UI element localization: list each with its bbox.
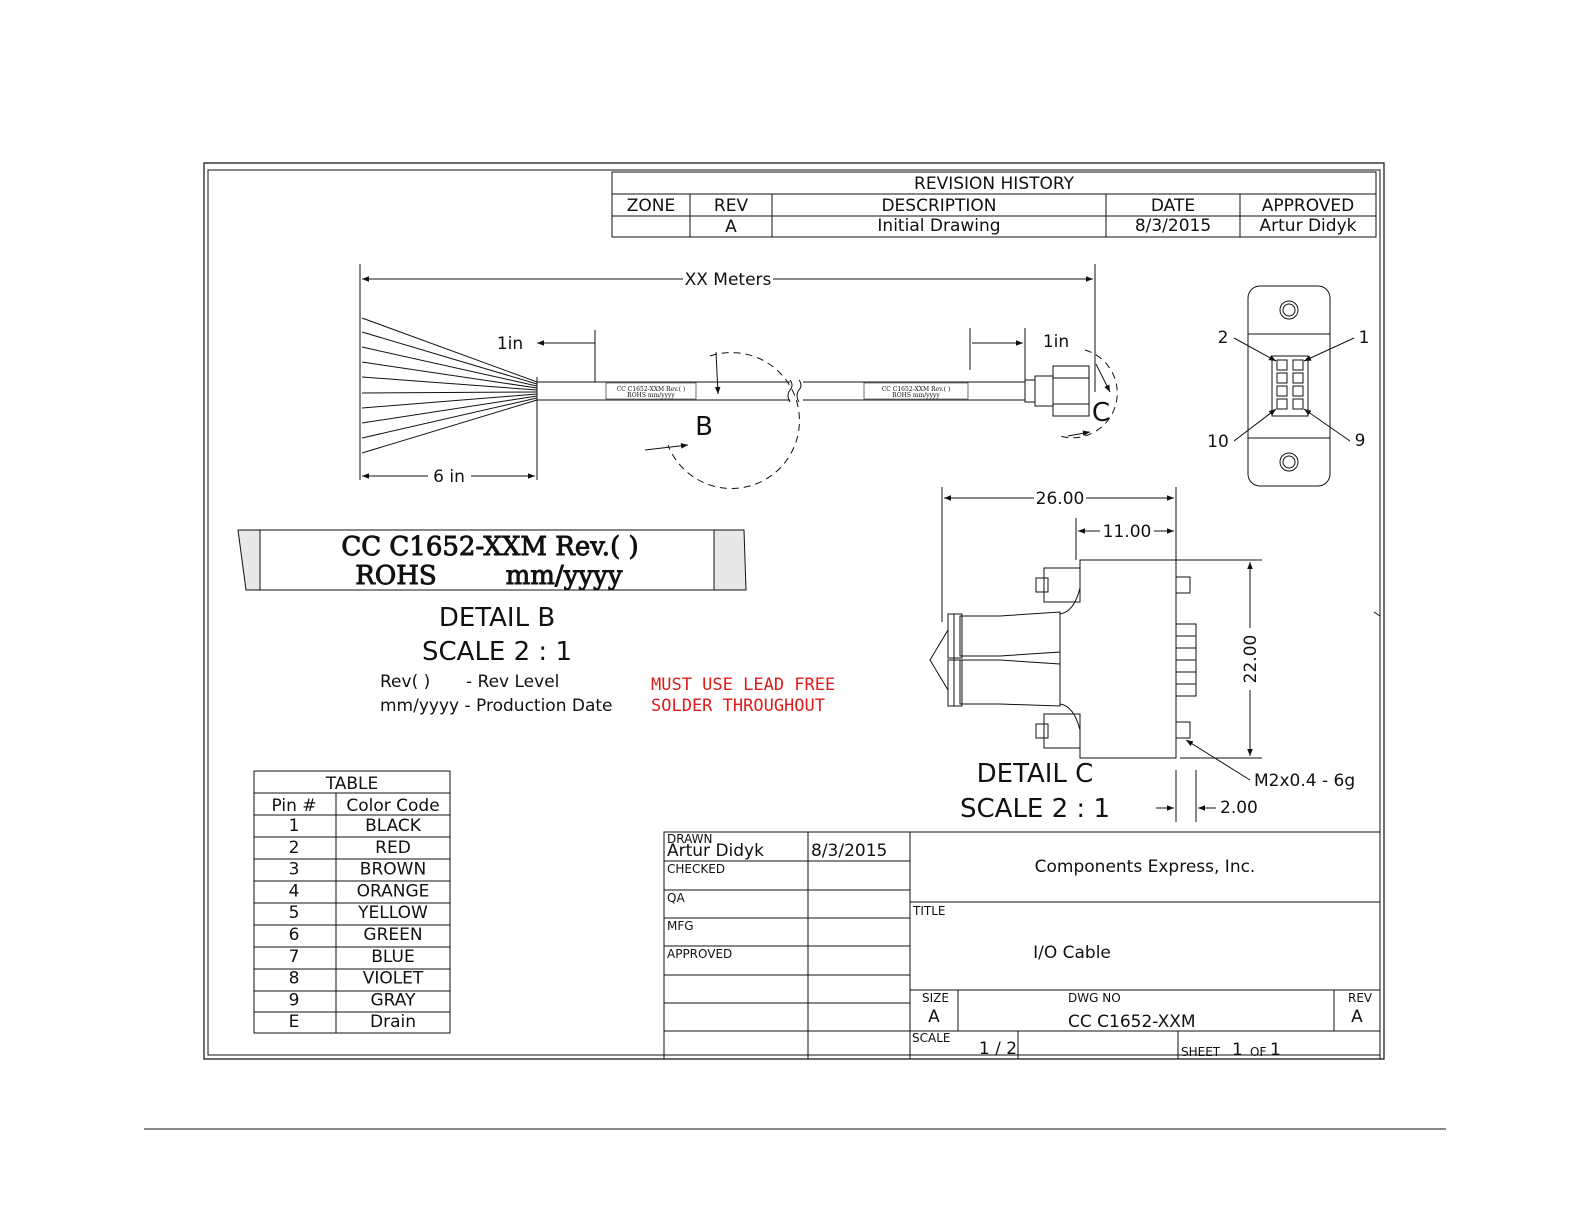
pin-number: 4 bbox=[289, 881, 300, 901]
title-label: TITLE bbox=[912, 904, 945, 918]
pin-color-code: BROWN bbox=[360, 860, 426, 880]
scale-value: 1 / 2 bbox=[979, 1039, 1017, 1059]
legend-rev-value: - Rev Level bbox=[466, 672, 559, 692]
title-block: DRAWN Artur Didyk 8/3/2015 CHECKED QA MF… bbox=[664, 832, 1380, 1060]
sheet-value: 1 bbox=[1232, 1040, 1243, 1060]
pin-number: 8 bbox=[289, 969, 300, 989]
cable-label-small-2b: ROHS mm/yyyy bbox=[892, 392, 940, 399]
pin-number: E bbox=[289, 1012, 300, 1032]
cable-overview-labels: XX Meters 1in 6 in 1in B C CC C1652-XXM … bbox=[433, 270, 1110, 487]
pin-number: 6 bbox=[289, 925, 300, 945]
size-value: A bbox=[928, 1007, 940, 1027]
pin-number: 3 bbox=[289, 860, 300, 880]
connector-face-view bbox=[1234, 286, 1354, 486]
detail-c-scale: SCALE 2 : 1 bbox=[960, 794, 1110, 824]
revision-history-table: REVISION HISTORY ZONE REV DESCRIPTION DA… bbox=[612, 172, 1376, 237]
drawing-title: I/O Cable bbox=[1033, 943, 1111, 963]
rev-row-approved: Artur Didyk bbox=[1260, 216, 1357, 236]
qa-label: QA bbox=[667, 891, 685, 905]
drawn-label: DRAWN bbox=[667, 832, 713, 846]
pin-number: 9 bbox=[289, 990, 300, 1010]
detail-b-label-rohs: ROHS bbox=[355, 561, 436, 591]
cable-overview bbox=[360, 264, 1117, 489]
pin-9-label: 9 bbox=[1355, 431, 1366, 451]
of-value: 1 bbox=[1270, 1040, 1281, 1060]
of-label: OF bbox=[1250, 1045, 1266, 1059]
dwg-no-label: DWG NO bbox=[1068, 991, 1121, 1005]
pin-color-code: ORANGE bbox=[357, 881, 430, 901]
pin-color-code: VIOLET bbox=[363, 969, 424, 989]
rev-header-date: DATE bbox=[1151, 196, 1195, 216]
pin-table-header-pin: Pin # bbox=[271, 796, 316, 816]
pin-number: 5 bbox=[289, 903, 300, 923]
overall-length-label: XX Meters bbox=[685, 270, 772, 290]
detail-b-callout: B bbox=[695, 412, 713, 442]
rev-row-date: 8/3/2015 bbox=[1135, 216, 1211, 236]
dwg-no-value: CC C1652-XXM bbox=[1068, 1012, 1196, 1032]
drawn-by: Artur Didyk bbox=[667, 841, 764, 861]
pin-color-code: GRAY bbox=[371, 990, 417, 1010]
checked-label: CHECKED bbox=[667, 862, 725, 876]
detail-b-label-line1: CC C1652-XXM Rev.( ) bbox=[341, 532, 638, 562]
pin-number: 2 bbox=[289, 838, 300, 858]
jacket-strip-label: 1in bbox=[497, 334, 523, 354]
dim-width-label: 26.00 bbox=[1036, 489, 1085, 509]
detail-b-title: DETAIL B bbox=[439, 603, 555, 633]
scale-label: SCALE bbox=[912, 1031, 950, 1045]
rev-header-zone: ZONE bbox=[627, 196, 676, 216]
connector-face-labels: 2 1 10 9 bbox=[1207, 328, 1369, 452]
mfg-label: MFG bbox=[667, 919, 694, 933]
revision-history-title: REVISION HISTORY bbox=[914, 174, 1075, 194]
rev-header-description: DESCRIPTION bbox=[881, 196, 996, 216]
detail-c-labels: 26.00 11.00 22.00 M2x0.4 - 6g 2.00 DETAI… bbox=[960, 489, 1355, 824]
legend-rev-key: Rev( ) bbox=[380, 672, 430, 692]
wire-strip-label: 6 in bbox=[433, 467, 465, 487]
pin-color-table: TABLE Pin # Color Code 1 BLACK 2 RED 3 BROWN 4… bbox=[254, 771, 450, 1033]
detail-c-callout: C bbox=[1092, 398, 1110, 428]
drawn-date: 8/3/2015 bbox=[811, 841, 887, 861]
note-line-2: SOLDER THROUGHOUT bbox=[651, 696, 825, 716]
detail-b-scale: SCALE 2 : 1 bbox=[422, 637, 572, 667]
pin-table-title: TABLE bbox=[325, 774, 379, 794]
rev-header-approved: APPROVED bbox=[1262, 196, 1355, 216]
detail-c-title: DETAIL C bbox=[977, 759, 1094, 789]
pin-color-code: GREEN bbox=[363, 925, 422, 945]
detail-b-view: CC C1652-XXM Rev.( ) ROHS mm/yyyy DETAIL… bbox=[238, 530, 746, 716]
company-name: Components Express, Inc. bbox=[1035, 857, 1256, 877]
cable-label-small-1: CC C1652-XXM Rev.( ) bbox=[617, 386, 686, 393]
detail-c-view bbox=[930, 487, 1262, 822]
pin-number: 1 bbox=[289, 816, 300, 836]
size-label: SIZE bbox=[922, 991, 949, 1005]
pin-10-label: 10 bbox=[1207, 432, 1229, 452]
pin-number: 7 bbox=[289, 947, 300, 967]
pin-2-label: 2 bbox=[1218, 328, 1229, 348]
detail-b-label-date: mm/yyyy bbox=[506, 561, 623, 591]
dim-body-label: 11.00 bbox=[1103, 522, 1152, 542]
pin-1-label: 1 bbox=[1359, 328, 1370, 348]
dim-height-label: 22.00 bbox=[1241, 635, 1261, 684]
rev-header-rev: REV bbox=[714, 196, 749, 216]
pin-color-code: BLUE bbox=[371, 947, 414, 967]
pin-table-header-color: Color Code bbox=[346, 796, 439, 816]
dim-screw-label: 2.00 bbox=[1220, 798, 1258, 818]
pin-color-code: RED bbox=[375, 838, 411, 858]
sheet-label: SHEET bbox=[1181, 1045, 1221, 1059]
cable-label-small-2: CC C1652-XXM Rev.( ) bbox=[882, 386, 951, 393]
cable-label-small-1b: ROHS mm/yyyy bbox=[627, 392, 675, 399]
connector-offset-label: 1in bbox=[1043, 332, 1069, 352]
note-line-1: MUST USE LEAD FREE bbox=[651, 675, 835, 695]
rev-row-description: Initial Drawing bbox=[877, 216, 1000, 236]
legend-date: mm/yyyy - Production Date bbox=[380, 696, 613, 716]
rev-value: A bbox=[1351, 1007, 1363, 1027]
thread-callout: M2x0.4 - 6g bbox=[1254, 771, 1355, 791]
rev-row-rev: A bbox=[725, 217, 737, 237]
lead-free-note: MUST USE LEAD FREE SOLDER THROUGHOUT bbox=[651, 675, 835, 716]
approved-label: APPROVED bbox=[667, 947, 732, 961]
rev-label: REV bbox=[1348, 991, 1373, 1005]
pin-color-code: Drain bbox=[370, 1012, 416, 1032]
pin-color-code: YELLOW bbox=[357, 903, 428, 923]
pin-color-code: BLACK bbox=[365, 816, 422, 836]
